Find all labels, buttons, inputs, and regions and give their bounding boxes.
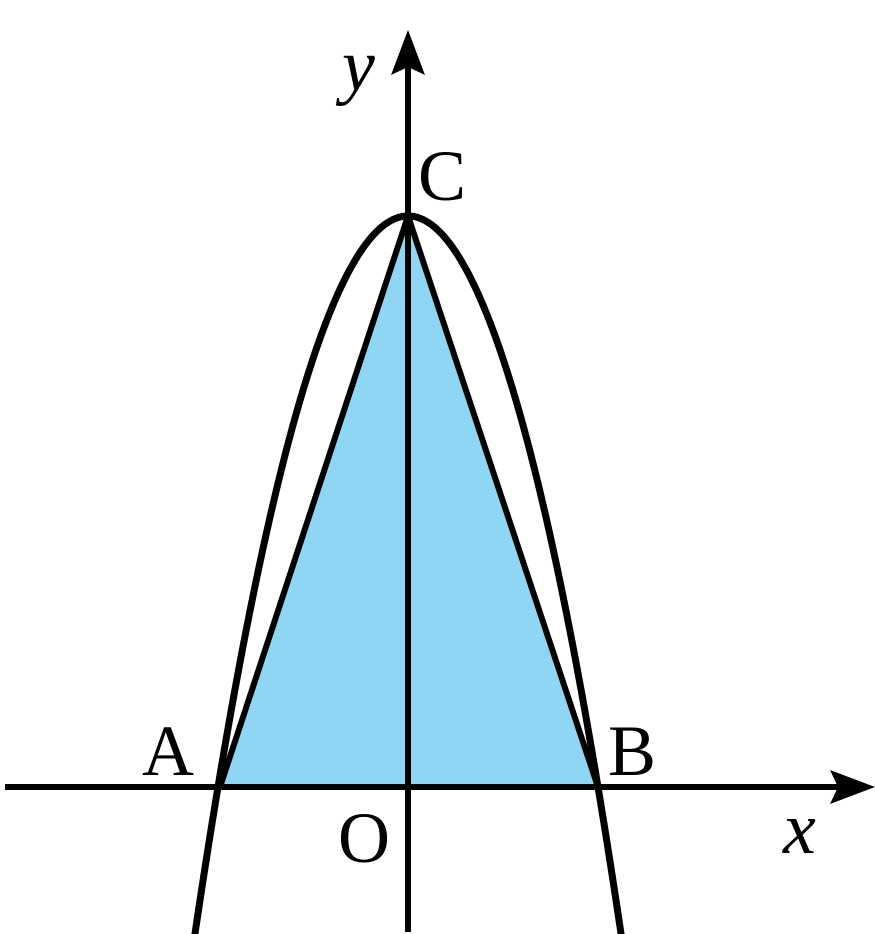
segment-ca — [217, 215, 411, 788]
y-axis-arrowhead — [391, 30, 425, 75]
origin-label: O — [338, 798, 390, 878]
segment-cb — [405, 215, 601, 788]
point-label-c: C — [418, 136, 466, 216]
x-axis-label: x — [782, 788, 816, 870]
x-axis-arrowhead — [830, 770, 875, 804]
y-axis-label: y — [335, 25, 375, 107]
point-label-b: B — [608, 711, 656, 791]
point-label-a: A — [142, 711, 194, 791]
